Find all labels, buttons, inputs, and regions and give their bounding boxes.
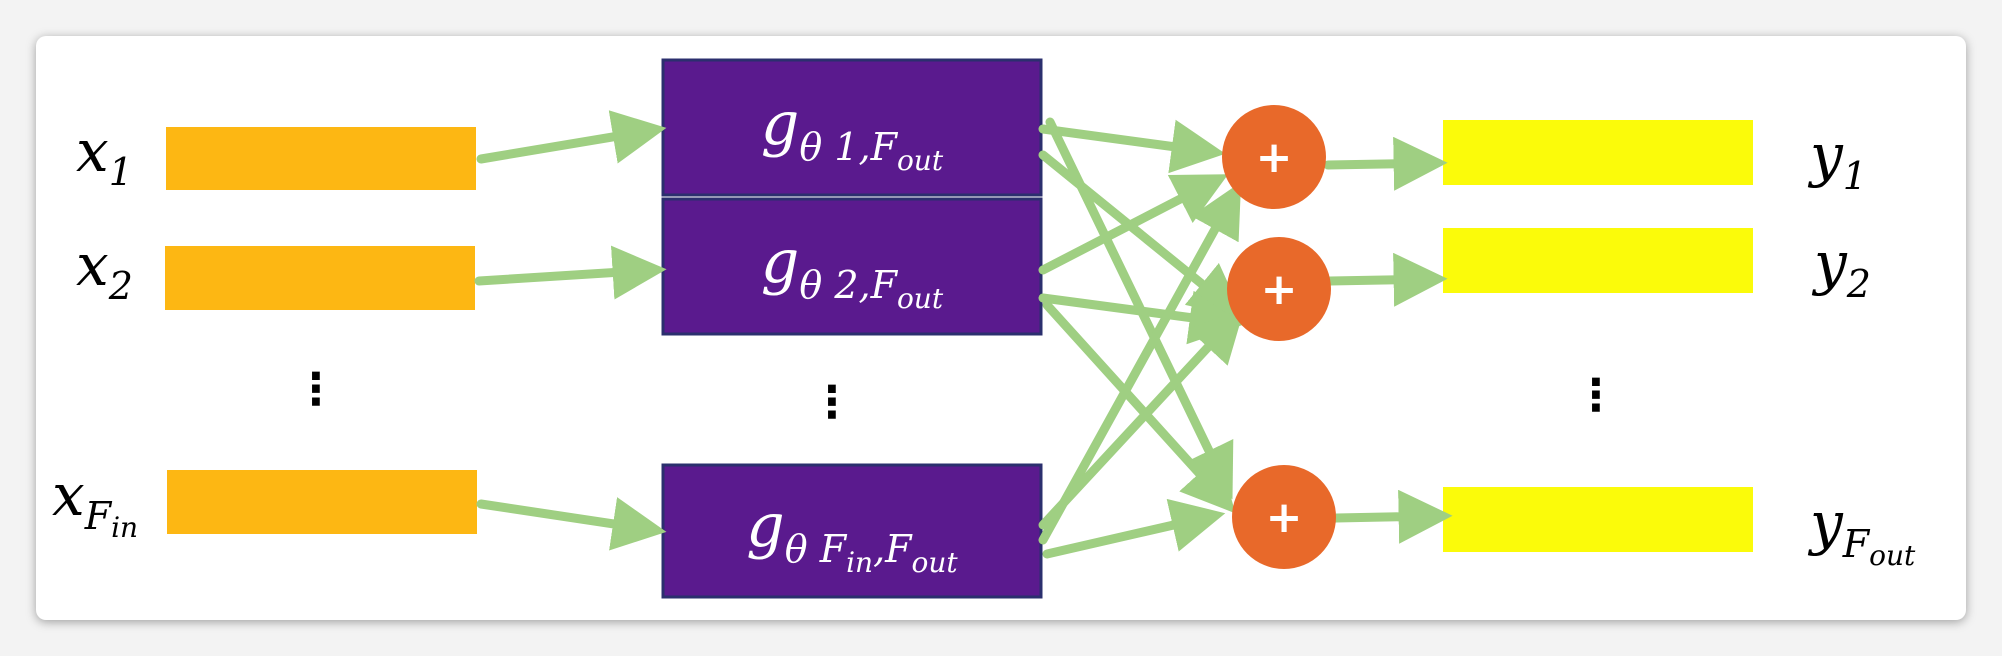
output-label-y1: y1 [1810,121,1867,198]
arrow-x2-g2 [474,245,667,300]
arrow-x1-g1 [476,110,667,164]
filter-label-1: gθ 1,Fout [760,89,944,177]
filter-block-fin [661,463,1043,599]
arrow-xfin-gfin [476,497,667,551]
svg-text:+: + [1261,264,1298,315]
arrow-sum1-y1 [1323,136,1448,191]
arrow-sum2-y2 [1325,252,1448,307]
arrow-gfin-sum1 [1038,181,1242,545]
output-block-1 [1443,120,1753,185]
svg-text:+: + [1256,132,1293,183]
arrow-g1-sum3 [1045,117,1234,500]
filter-label-fin: gθ Fin,Fout [746,491,958,579]
output-label-y2: y2 [1814,229,1871,306]
arrow-sum3-yfout [1331,489,1453,544]
sum-node-1: + [1222,105,1326,209]
arrow-gfin-sum2 [1038,307,1245,530]
input-block-2 [165,246,475,310]
input-label-x2: x2 [76,231,133,308]
output-label-yfout: yFout [1810,489,1916,572]
arrow-g2-sum3 [1042,300,1236,514]
filter-block-2 [661,197,1043,336]
arrow-g2-sum1 [1038,174,1229,275]
input-block-1 [166,127,476,190]
arrow-g1-sum2 [1038,150,1244,318]
input-label-x1: x1 [76,117,133,194]
input-ellipsis: ⋮ [294,364,338,415]
diagram-graphics: + + + [165,58,1753,599]
arrow-gfin-sum3 [1042,498,1226,559]
svg-text:+: + [1266,492,1303,543]
sum-node-3: + [1232,465,1336,569]
arrow-g1-sum1 [1038,119,1226,174]
sum-node-2: + [1227,237,1331,341]
filter-label-2: gθ 2,Fout [760,227,944,315]
output-ellipsis: ⋮ [1574,370,1618,421]
input-block-fin [167,470,477,534]
filter-ellipsis: ⋮ [810,377,854,428]
input-label-xfin: xFin [52,461,139,544]
connection-arrows [474,110,1453,559]
output-block-fout [1443,487,1753,552]
output-block-2 [1443,228,1753,293]
diagram-canvas: + + + x1 x2 xFin gθ 1,Fout gθ 2,Fout gθ … [36,36,1966,620]
